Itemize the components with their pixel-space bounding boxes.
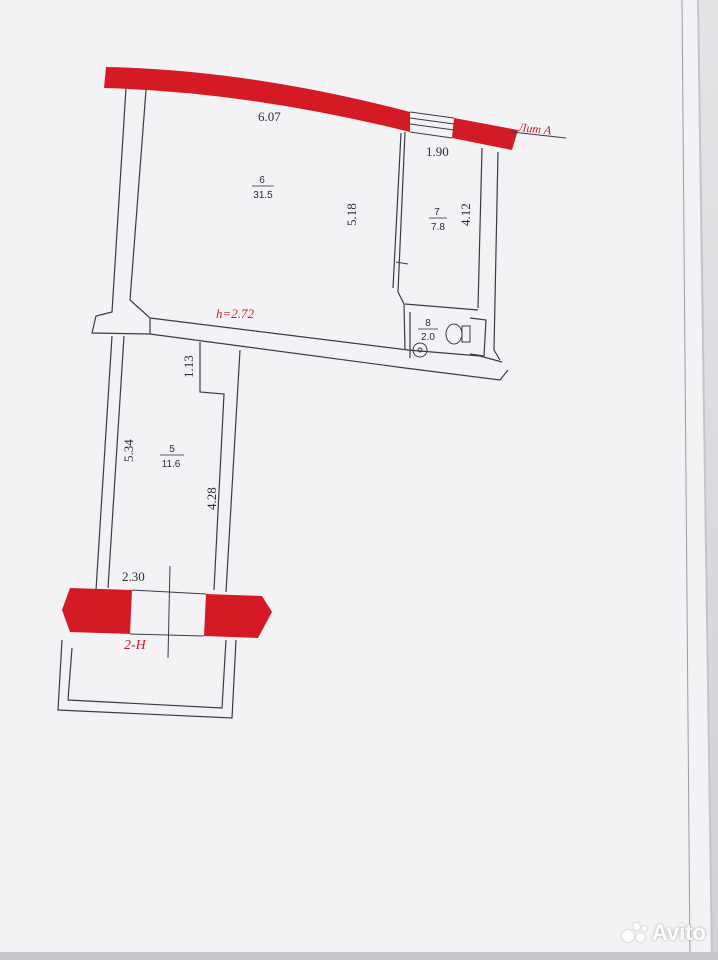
- bottom-edge: [0, 952, 718, 960]
- toilet-icon: [445, 323, 471, 345]
- lit-a-label: Лит А: [517, 120, 553, 138]
- paper-frame-line: [681, 0, 691, 960]
- room-6-area: 31.5: [253, 190, 273, 201]
- room-7-number: 7: [434, 207, 440, 218]
- room-8-number: 8: [425, 318, 431, 329]
- front-wall-red: [104, 67, 410, 132]
- upper-block-walls: [91, 87, 509, 381]
- ceiling-height-label: h=2.72: [216, 306, 255, 321]
- rear-opening: [129, 565, 207, 659]
- dim-room5-width: 2.30: [122, 569, 145, 584]
- room-5-label: 5 11.6: [160, 444, 184, 470]
- rear-wall-red-right: [204, 594, 272, 638]
- room-6-number: 6: [259, 175, 265, 186]
- dim-room5-left: 5.34: [121, 439, 136, 462]
- room-5-number: 5: [169, 444, 175, 455]
- paper-edge: [697, 0, 713, 960]
- room-6-label: 6 31.5: [252, 175, 274, 201]
- room-8-area: 2.0: [421, 332, 435, 343]
- room-8-label: 8 2.0: [418, 318, 438, 343]
- dim-corridor-jog: 1.13: [181, 355, 196, 378]
- room7-door: [395, 261, 409, 265]
- floor-label: 2-Н: [124, 638, 147, 653]
- avito-watermark: Avito: [621, 920, 706, 946]
- room-7-area: 7.8: [431, 222, 445, 233]
- sink-icon: [412, 342, 428, 358]
- lower-block-walls: [57, 335, 241, 719]
- room-5-area: 11.6: [162, 459, 181, 470]
- avito-logo-icon: [621, 922, 648, 944]
- dim-room5-right: 4.28: [204, 487, 219, 510]
- front-wall-red-right: [452, 118, 518, 150]
- dim-top-wall: 6.07: [258, 109, 281, 124]
- avito-brand-text: Avito: [651, 920, 706, 945]
- dim-right-top: 1.90: [426, 144, 449, 159]
- dim-room6-depth: 5.18: [344, 203, 359, 226]
- lit-a-leader: [511, 131, 567, 139]
- front-window: [409, 111, 455, 139]
- rear-wall-red-left: [62, 588, 132, 634]
- room-7-label: 7 7.8: [429, 207, 447, 233]
- dim-room7-depth: 4.12: [458, 203, 473, 226]
